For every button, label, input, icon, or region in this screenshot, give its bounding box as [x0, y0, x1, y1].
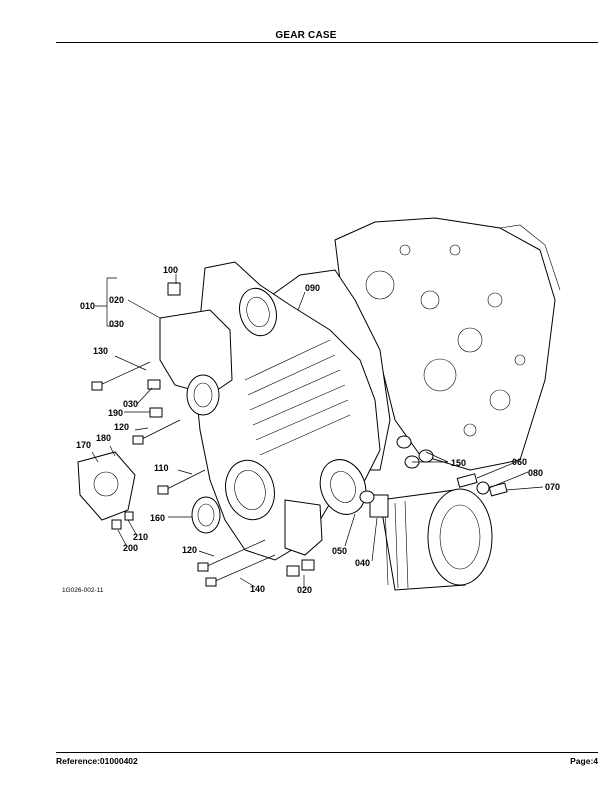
footer-rule [56, 752, 598, 753]
engine-block [334, 217, 561, 471]
page-number: Page:4 [570, 756, 598, 766]
callout-070: 070 [545, 482, 560, 492]
oil-filter [369, 488, 493, 591]
oil-seal [191, 496, 221, 534]
callout-030: 030 [109, 319, 124, 329]
header-rule [56, 42, 598, 43]
callout-160: 160 [150, 513, 165, 523]
page-title: GEAR CASE [275, 30, 337, 41]
callout-030-lower: 030 [123, 399, 138, 409]
callout-140: 140 [250, 584, 265, 594]
callout-120-lower: 120 [182, 545, 197, 555]
callout-150: 150 [451, 458, 466, 468]
callout-100: 100 [163, 265, 178, 275]
callout-120: 120 [114, 422, 129, 432]
bolts [91, 282, 315, 587]
callout-200: 200 [123, 543, 138, 553]
callout-180: 180 [96, 433, 111, 443]
callout-020-lower: 020 [297, 585, 312, 595]
callout-010: 010 [80, 301, 95, 311]
leader-lines [91, 274, 544, 588]
cover-plate [77, 451, 136, 521]
callout-090: 090 [305, 283, 320, 293]
callout-130: 130 [93, 346, 108, 356]
callout-190: 190 [108, 408, 123, 418]
callout-210: 210 [133, 532, 148, 542]
callout-040: 040 [355, 558, 370, 568]
callout-110: 110 [154, 463, 169, 473]
callout-020: 020 [109, 295, 124, 305]
callout-170: 170 [76, 440, 91, 450]
callout-060: 060 [512, 457, 527, 467]
reference-number: Reference:01000402 [56, 756, 138, 766]
callout-080: 080 [528, 468, 543, 478]
callout-050: 050 [332, 546, 347, 556]
figure-reference-code: 1G026-002-11 [62, 587, 104, 594]
filter-flange [319, 459, 367, 515]
o-rings-and-plugs [359, 435, 508, 504]
